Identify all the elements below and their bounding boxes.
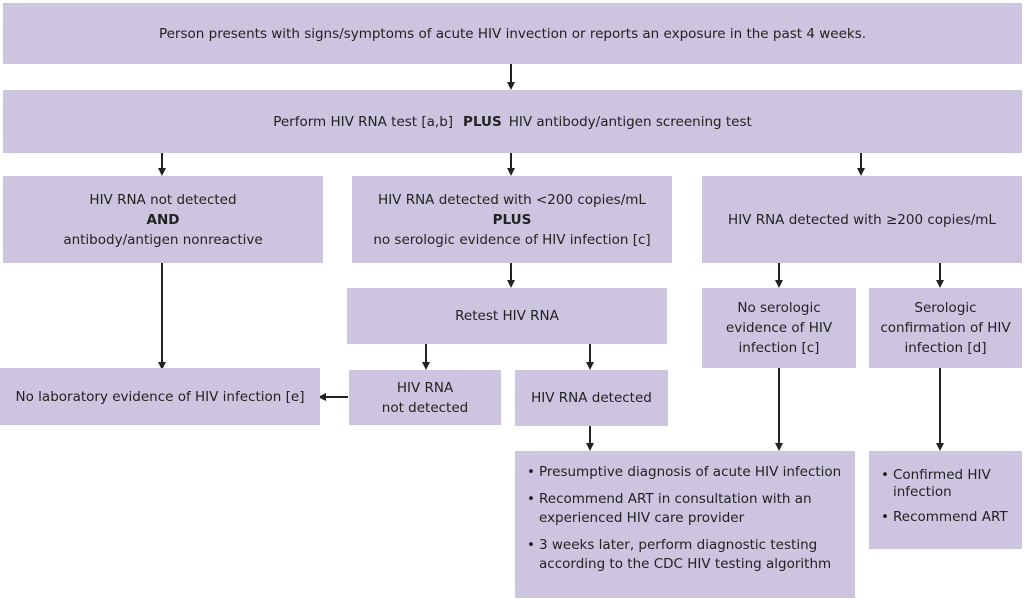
- no-serologic-line3: infection [c]: [738, 340, 820, 356]
- not-detected-and: AND: [146, 211, 180, 228]
- retest-detected-text: HIV RNA detected: [531, 390, 652, 406]
- no-lab-evidence-text: No laboratory evidence of HIV infection …: [15, 388, 305, 405]
- confirmed-item: Recommend ART: [881, 509, 1014, 526]
- retest-text: Retest HIV RNA: [455, 308, 559, 324]
- confirmed-item: Confirmed HIV infection: [881, 467, 1014, 501]
- low-detected-plus: PLUS: [492, 211, 532, 228]
- presumptive-diagnosis-node: Presumptive diagnosis of acute HIV infec…: [515, 451, 855, 598]
- perform-test-node: Perform HIV RNA test [a,b] PLUS HIV anti…: [3, 90, 1022, 153]
- low-detected-line1: HIV RNA detected with <200 copies/mL: [378, 191, 646, 208]
- serologic-confirm-line3: infection [d]: [904, 340, 987, 356]
- retest-rna-detected-node: HIV RNA detected: [515, 370, 668, 426]
- serologic-confirm-line2: confirmation of HIV: [880, 320, 1011, 336]
- confirmed-infection-node: Confirmed HIV infection Recommend ART: [869, 451, 1022, 549]
- no-serologic-node: No serologic evidence of HIV infection […: [702, 288, 856, 368]
- presumptive-item: Presumptive diagnosis of acute HIV infec…: [527, 463, 845, 482]
- serologic-confirm-node: Serologic confirmation of HIV infection …: [869, 288, 1022, 368]
- retest-rna-not-detected-node: HIV RNA not detected: [349, 370, 501, 425]
- presumptive-item: 3 weeks later, perform diagnostic testin…: [527, 536, 845, 574]
- perform-plus: PLUS: [463, 113, 502, 130]
- perform-text-pre: Perform HIV RNA test [a,b]: [273, 113, 454, 130]
- no-lab-evidence-node: No laboratory evidence of HIV infection …: [0, 368, 320, 425]
- low-detected-line2: no serologic evidence of HIV infection […: [373, 231, 651, 248]
- confirmed-list: Confirmed HIV infection Recommend ART: [881, 467, 1014, 526]
- no-serologic-line2: evidence of HIV: [725, 320, 833, 336]
- presumptive-item: Recommend ART in consultation with an ex…: [527, 490, 845, 528]
- serologic-confirm-line1: Serologic: [914, 300, 977, 316]
- not-detected-line1: HIV RNA not detected: [89, 191, 237, 208]
- rna-not-detected-node: HIV RNA not detected AND antibody/antige…: [3, 176, 323, 263]
- start-node: Person presents with signs/symptoms of a…: [3, 3, 1022, 64]
- not-detected-line2: antibody/antigen nonreactive: [63, 231, 263, 248]
- retest-not-detected-line2: not detected: [381, 399, 469, 416]
- retest-not-detected-line1: HIV RNA: [396, 379, 454, 396]
- presumptive-list: Presumptive diagnosis of acute HIV infec…: [527, 463, 845, 574]
- rna-low-detected-node: HIV RNA detected with <200 copies/mL PLU…: [352, 176, 672, 263]
- no-serologic-line1: No serologic: [737, 300, 821, 316]
- start-text: Person presents with signs/symptoms of a…: [158, 25, 867, 42]
- perform-text-post: HIV antibody/antigen screening test: [508, 113, 752, 130]
- rna-high-detected-node: HIV RNA detected with ≥200 copies/mL: [702, 176, 1022, 263]
- high-detected-text: HIV RNA detected with ≥200 copies/mL: [728, 211, 996, 228]
- retest-node: Retest HIV RNA: [347, 288, 667, 344]
